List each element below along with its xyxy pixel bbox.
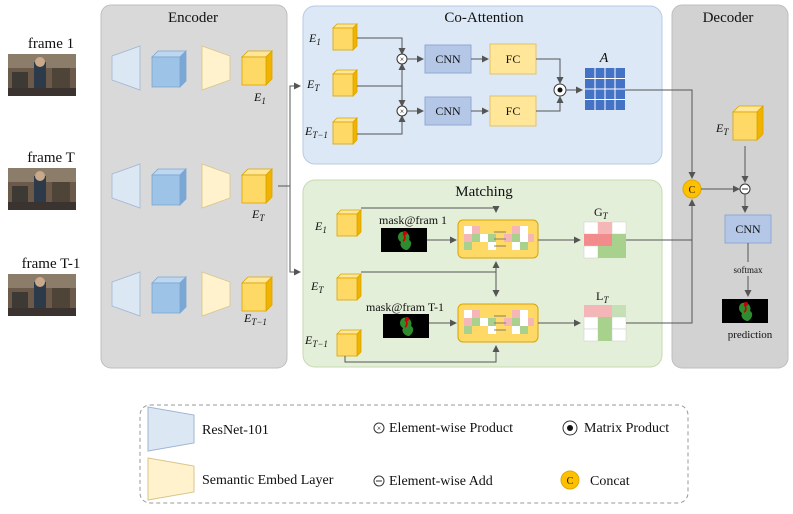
svg-text:FC: FC	[506, 104, 521, 118]
legend-resnet-label: ResNet-101	[202, 423, 269, 438]
gt-label: GT	[594, 205, 609, 221]
global-matching-block	[457, 219, 539, 259]
match-etm1-label: ET−1	[304, 333, 328, 349]
legend-add-label: Element-wise Add	[389, 474, 493, 489]
svg-text:×: ×	[377, 424, 382, 433]
mask-frame-tm1-label: mask@fram T-1	[366, 300, 444, 314]
decoder-cnn	[724, 214, 772, 244]
affinity-matrix-a	[585, 68, 625, 110]
coatt-etm1-label: ET−1	[304, 124, 328, 140]
encoder-title: Encoder	[168, 10, 218, 26]
legend-product-icon	[373, 422, 385, 434]
softmax-label: softmax	[734, 265, 763, 275]
svg-text:CNN: CNN	[435, 104, 461, 118]
coatt-e1-label: E1	[308, 31, 321, 47]
svg-text:×: ×	[400, 55, 405, 64]
legend-semantic-icon	[147, 457, 195, 501]
matrix-a-label: A	[599, 51, 609, 66]
svg-text:CNN: CNN	[435, 52, 461, 66]
coattention-title: Co-Attention	[444, 10, 524, 26]
match-etm1-cube	[336, 329, 362, 357]
coatt-cnn-1	[424, 44, 472, 74]
coatt-e1-cube	[332, 23, 358, 51]
legend	[139, 404, 689, 504]
legend-product-label: Element-wise Product	[389, 421, 513, 436]
svg-text:C: C	[689, 185, 696, 196]
prediction-label: prediction	[728, 329, 773, 341]
coattention-panel	[302, 5, 663, 165]
legend-concat-icon	[560, 470, 580, 490]
local-matching-block	[457, 303, 539, 343]
decoder-panel	[671, 4, 789, 369]
coatt-cnn-2	[424, 96, 472, 126]
prediction-mask-image	[721, 298, 769, 324]
frame-1-label: frame 1	[28, 36, 74, 52]
global-match-map-gt	[583, 221, 627, 259]
local-match-map-lt	[583, 305, 627, 342]
match-e1-label: E1	[314, 219, 327, 235]
legend-concat-label: Concat	[590, 474, 630, 489]
mask-frame1-image	[380, 227, 428, 253]
svg-text:CNN: CNN	[735, 222, 761, 236]
legend-semantic-label: Semantic Embed Layer	[202, 473, 334, 488]
enc-etm1-label: ET−1	[243, 311, 267, 327]
frame-1-image	[8, 54, 76, 96]
svg-text:×: ×	[400, 107, 405, 116]
matching-title: Matching	[455, 184, 513, 200]
decoder-et-label: ET	[715, 121, 729, 137]
legend-matrix-product-label: Matrix Product	[584, 421, 669, 436]
frame-t-label: frame T	[27, 150, 75, 166]
mask-frame-tm1-image	[382, 313, 430, 339]
legend-resnet-icon	[147, 406, 195, 452]
match-e1-cube	[336, 209, 362, 237]
coatt-etm1-cube	[332, 117, 358, 145]
coatt-fc-2	[489, 95, 537, 127]
coatt-et-cube	[332, 69, 358, 97]
decoder-title: Decoder	[703, 10, 754, 26]
enc-et-label: ET	[251, 207, 265, 223]
frame-t-minus-1-label: frame T-1	[22, 256, 81, 272]
enc-e1-label: E1	[253, 90, 266, 106]
frame-t-minus-1-image	[8, 274, 76, 316]
match-et-label: ET	[310, 279, 324, 295]
coatt-fc-1	[489, 43, 537, 75]
svg-text:FC: FC	[506, 52, 521, 66]
coatt-et-label: ET	[306, 77, 320, 93]
decoder-et-cube	[732, 105, 764, 141]
mask-frame1-label: mask@fram 1	[379, 213, 447, 227]
frame-t-image	[8, 168, 76, 210]
svg-text:C: C	[567, 476, 574, 487]
lt-label: LT	[596, 289, 609, 305]
match-et-cube	[336, 273, 362, 301]
